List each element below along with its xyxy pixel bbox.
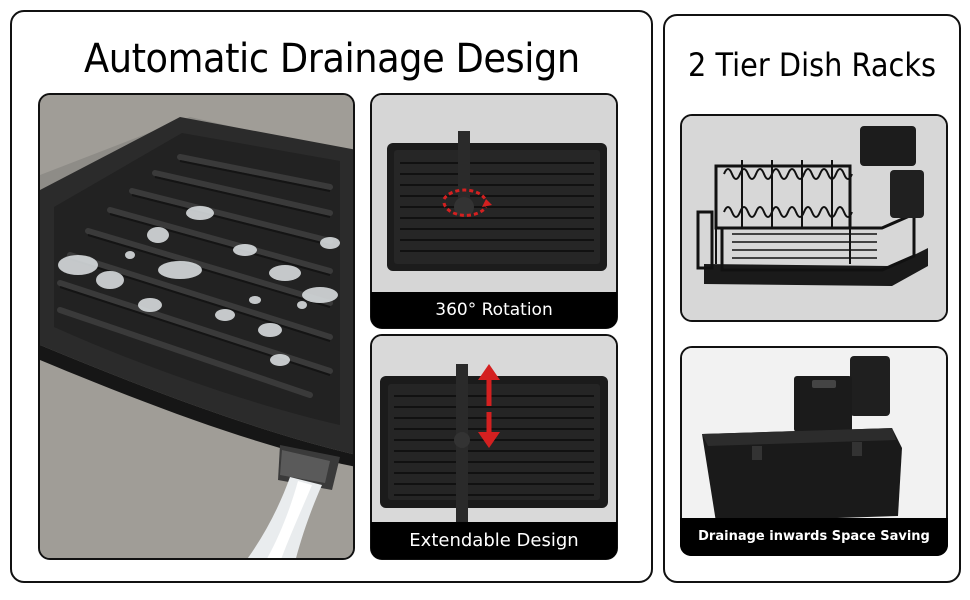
rotation-tray-photo [370, 93, 618, 329]
rotation-caption: 360° Rotation [371, 292, 617, 328]
drainage-title: Automatic Drainage Design [84, 36, 580, 82]
two-tier-rack-photo [680, 114, 948, 322]
space-saving-caption: Drainage inwards Space Saving [680, 518, 948, 556]
extendable-caption: Extendable Design [371, 522, 617, 559]
dish-rack-title: 2 Tier Dish Racks [688, 46, 937, 84]
drain-tray-photo [38, 93, 355, 560]
